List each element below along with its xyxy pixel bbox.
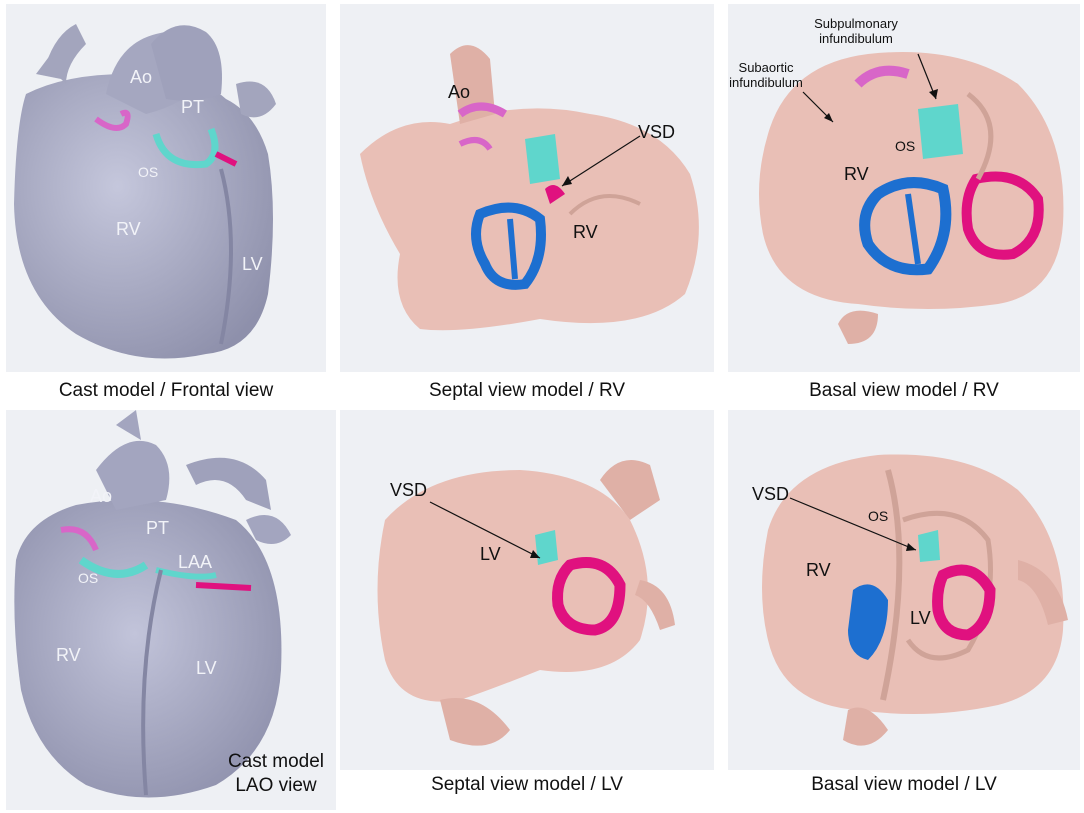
subaortic-label-line2: infundibulum bbox=[729, 75, 803, 90]
rv-label: RV bbox=[573, 222, 598, 242]
panel-septal-rv: Ao VSD RV bbox=[340, 4, 714, 372]
basal-lv-model-image bbox=[762, 454, 1068, 746]
lv-label: LV bbox=[196, 658, 217, 678]
vsd-label: VSD bbox=[638, 122, 676, 142]
rv-label: RV bbox=[56, 645, 81, 665]
os-label: OS bbox=[895, 138, 916, 154]
septal-rv-model-image bbox=[360, 45, 699, 331]
cast-heart-frontal-image bbox=[14, 24, 276, 359]
subpulmonary-label-line2: infundibulum bbox=[819, 31, 893, 46]
cast-heart-lao-image bbox=[14, 410, 291, 798]
septal-lv-model-image bbox=[377, 460, 675, 746]
os-label: OS bbox=[138, 164, 159, 180]
rv-label: RV bbox=[806, 560, 831, 580]
panel-cast-lao: Ao PT LAA OS RV LV Cast model LAO view bbox=[6, 410, 336, 810]
caption-septal-rv: Septal view model / RV bbox=[428, 380, 626, 401]
lv-label: LV bbox=[242, 254, 263, 274]
caption-basal-lv: Basal view model / LV bbox=[811, 774, 997, 795]
lv-label: LV bbox=[480, 544, 501, 564]
ao-label: Ao bbox=[90, 486, 113, 506]
caption-cast-frontal: Cast model / Frontal view bbox=[58, 380, 274, 401]
ao-label: Ao bbox=[130, 67, 153, 87]
os-label: OS bbox=[78, 570, 99, 586]
basal-rv-model-image bbox=[759, 52, 1064, 344]
caption-septal-lv: Septal view model / LV bbox=[431, 774, 623, 795]
subpulmonary-label: Subpulmonary bbox=[814, 16, 898, 31]
subaortic-label: Subaortic bbox=[738, 60, 794, 75]
rv-label: RV bbox=[844, 164, 869, 184]
os-label: OS bbox=[868, 508, 889, 524]
vsd-label: VSD bbox=[752, 484, 790, 504]
panel-cast-frontal: Ao PT OS RV LV bbox=[6, 4, 326, 372]
lv-label: LV bbox=[910, 608, 931, 628]
panel-septal-lv: VSD LV bbox=[340, 410, 714, 770]
caption-cast-lao: Cast model bbox=[227, 751, 325, 772]
pt-label: PT bbox=[181, 97, 205, 117]
vsd-label: VSD bbox=[390, 480, 428, 500]
panel-basal-rv: Subpulmonary infundibulum Subaortic infu… bbox=[728, 4, 1080, 372]
caption-cast-lao-line2: LAO view bbox=[235, 775, 317, 796]
ao-label: Ao bbox=[448, 82, 471, 102]
rv-label: RV bbox=[116, 219, 141, 239]
caption-basal-rv: Basal view model / RV bbox=[809, 380, 999, 401]
laa-label: LAA bbox=[178, 552, 213, 572]
pt-label: PT bbox=[146, 518, 170, 538]
panel-basal-lv: VSD OS RV LV bbox=[728, 410, 1080, 770]
